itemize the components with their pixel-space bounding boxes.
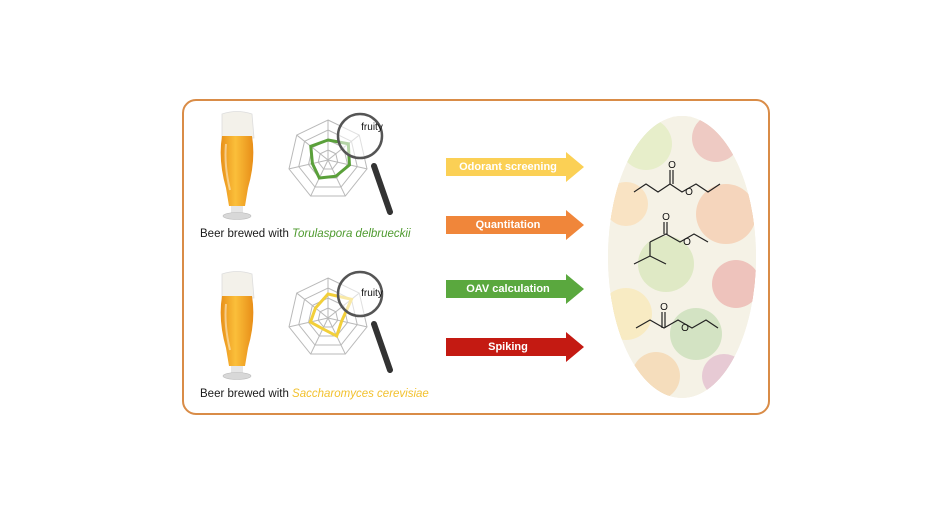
- molecule-oxygen-label: O: [662, 212, 670, 223]
- step-arrow-oav-calculation: OAV calculation: [446, 274, 584, 304]
- step-arrow-spiking: Spiking: [446, 332, 584, 362]
- lens-label: fruity: [361, 288, 383, 299]
- step-arrow-odorant-screening: Odorant screening: [446, 152, 584, 182]
- molecule-oxygen-label: O: [668, 160, 676, 171]
- magnifier-handle: [371, 163, 393, 215]
- beer-caption-1: Beer brewed with Torulaspora delbrueckii: [200, 228, 411, 240]
- beer-glass-icon: [220, 271, 255, 380]
- yeast-species-name: Saccharomyces cerevisiae: [292, 388, 429, 400]
- magnifier-handle: [371, 321, 393, 373]
- magnifier-lens-icon: [336, 112, 384, 160]
- lens-label: fruity: [361, 122, 383, 133]
- beer-caption-2: Beer brewed with Saccharomyces cerevisia…: [200, 388, 429, 400]
- fruit-background-oval: O O O O O O: [608, 116, 756, 398]
- yeast-species-name: Torulaspora delbrueckii: [292, 228, 411, 240]
- aroma-radar-chart: fruity: [288, 270, 393, 373]
- magnifier-lens-icon: [336, 270, 384, 318]
- molecule-oxygen-label: O: [685, 187, 693, 198]
- step-arrow-quantitation: Quantitation: [446, 210, 584, 240]
- molecule-oxygen-label: O: [683, 237, 691, 248]
- molecule-oxygen-label: O: [681, 323, 689, 334]
- molecule-oxygen-label: O: [660, 302, 668, 313]
- aroma-radar-chart: fruity: [288, 112, 393, 215]
- beer-glass-icon: [220, 111, 255, 220]
